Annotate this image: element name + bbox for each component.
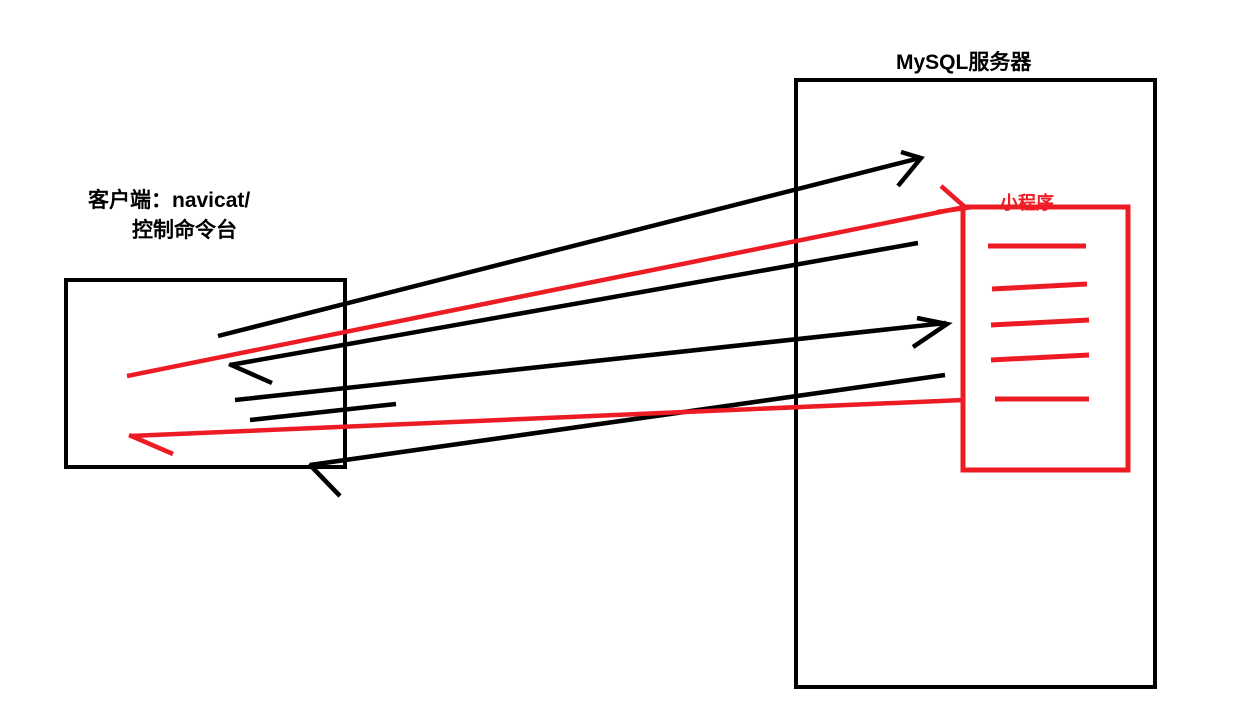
arrow-head: [911, 315, 953, 349]
arrow-miniprogram-to-client: [128, 397, 964, 457]
arrow-server-to-client-barb: [249, 401, 397, 423]
client-box-title-line1: 客户端：navicat/: [88, 189, 251, 212]
arrow-head: [249, 401, 397, 423]
miniprogram-box: [960, 204, 1131, 473]
miniprogram-content-line: [990, 352, 1090, 363]
arrow-client-to-server-1: [217, 149, 925, 339]
arrow-shaft: [309, 372, 946, 468]
server-box: [794, 78, 1157, 689]
arrow-head: [896, 149, 925, 188]
arrow-head: [307, 462, 342, 498]
arrow-shaft: [126, 204, 966, 379]
server-box-title: MySQL服务器: [896, 51, 1032, 74]
arrow-client-to-server-2: [234, 315, 953, 403]
client-box-title: 客户端：navicat/控制命令台: [88, 186, 250, 247]
arrow-head: [936, 184, 972, 215]
arrow-head: [128, 432, 174, 457]
arrow-shaft: [217, 155, 921, 339]
miniprogram-content-line: [990, 317, 1090, 328]
miniprogram-content-lines: [988, 243, 1090, 402]
arrow-shaft: [234, 320, 947, 403]
arrow-server-to-client-1: [228, 240, 919, 386]
arrow-shaft: [129, 397, 964, 439]
arrow-shaft: [229, 240, 919, 368]
client-box-title-line2: 控制命令台: [132, 219, 237, 243]
arrow-head: [228, 361, 273, 386]
client-box: [64, 278, 347, 469]
arrow-server-to-client-2: [307, 372, 946, 498]
arrow-client-to-miniprogram: [126, 184, 972, 379]
miniprogram-content-line: [991, 281, 1088, 292]
miniprogram-box-title: 小程序: [1000, 193, 1054, 213]
